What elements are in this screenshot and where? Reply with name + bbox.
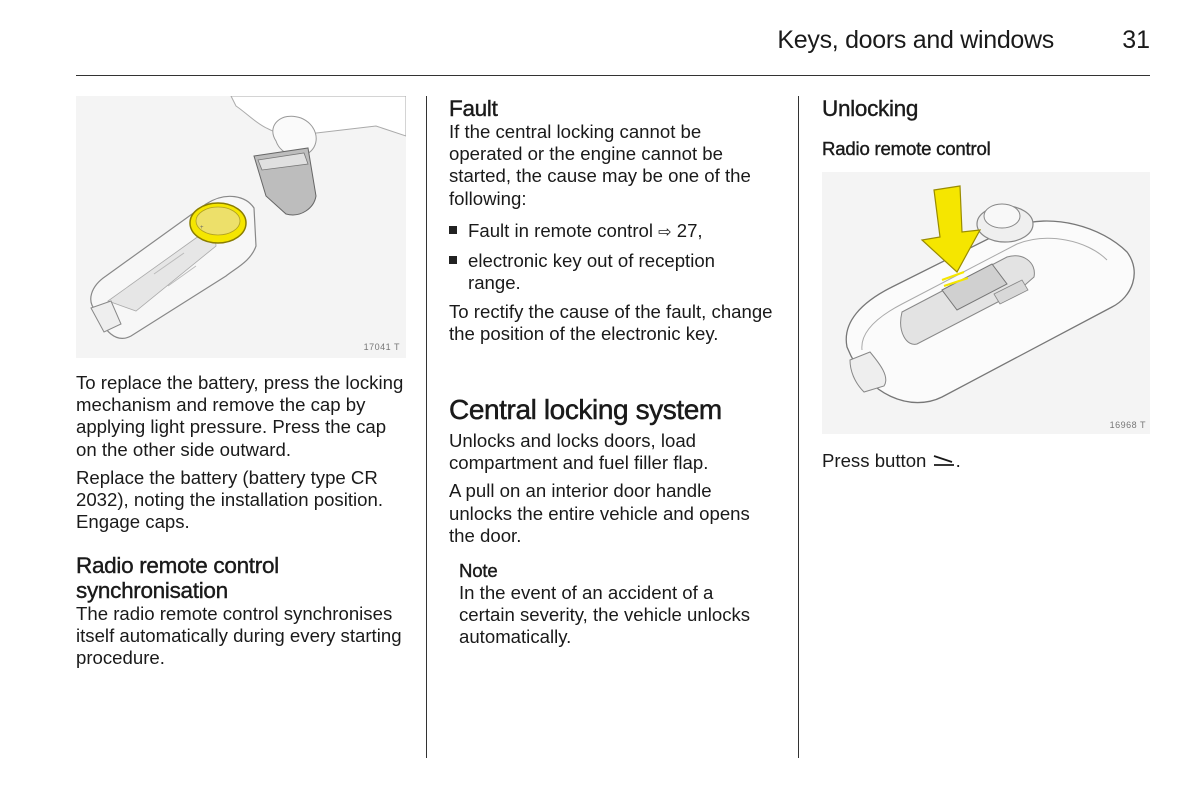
sync-section: Radio remote control synchronisation The… — [76, 553, 408, 670]
unlocking-heading: Unlocking — [822, 96, 919, 121]
sync-text: The radio remote control synchronises it… — [76, 603, 402, 669]
bullet-text: Fault in remote control — [468, 220, 653, 241]
rectify-section: To rectify the cause of the fault, chang… — [449, 301, 784, 345]
chapter-title: Keys, doors and windows — [777, 26, 1054, 54]
remote-key-unlock-icon — [845, 185, 1135, 404]
press-button-suffix: . — [955, 450, 961, 471]
page-reference-arrow-icon: ⇨ — [658, 224, 672, 241]
note-text: In the event of an accident of a certain… — [459, 582, 751, 648]
header-divider — [76, 75, 1150, 76]
sync-heading-line1: Radio remote control — [76, 553, 280, 578]
column-divider-1 — [426, 96, 427, 758]
fault-section: Fault If the central locking cannot be o… — [449, 96, 784, 210]
note-label: Note — [459, 560, 498, 581]
bullet-icon — [449, 226, 457, 234]
press-button-text: Press button — [822, 450, 927, 471]
central-locking-text: Unlocks and locks doors, load compartmen… — [449, 430, 709, 474]
unlocking-section: Unlocking Radio remote control — [822, 96, 1152, 160]
door-handle-text: A pull on an interior door handle unlock… — [449, 480, 750, 546]
sync-heading: Radio remote control synchronisation — [76, 553, 408, 603]
fault-heading: Fault — [449, 96, 498, 121]
battery-instructions: To replace the battery, press the lockin… — [76, 372, 404, 460]
svg-text:+: + — [200, 225, 204, 231]
sync-heading-line2: synchronisation — [76, 578, 229, 603]
bullet-text: electronic key out of reception — [468, 250, 716, 271]
radio-remote-control-heading: Radio remote control — [822, 138, 991, 159]
unlock-symbol-icon — [932, 451, 956, 473]
key-battery-icon: + — [90, 96, 406, 339]
note-box: Note In the event of an accident of a ce… — [459, 560, 759, 649]
unlock-button-illustration: 16968 T — [822, 172, 1150, 434]
bullet-icon — [449, 256, 457, 264]
battery-type-note: Replace the battery (battery type CR 203… — [76, 466, 384, 533]
press-button-instruction: Press button . — [822, 450, 1152, 473]
image-code: 16968 T — [1109, 420, 1146, 430]
page-number: 31 — [1122, 26, 1150, 54]
rectify-text: To rectify the cause of the fault, chang… — [449, 301, 773, 345]
central-locking-heading: Central locking system — [449, 394, 723, 426]
column-divider-2 — [798, 96, 799, 758]
bullet-text-cont: range. — [468, 272, 521, 294]
page-header: Keys, doors and windows 31 — [0, 0, 1200, 80]
fault-text: If the central locking cannot be operate… — [449, 121, 751, 209]
image-code: 17041 T — [363, 342, 400, 352]
central-locking-section: Central locking system Unlocks and locks… — [449, 394, 784, 547]
battery-replacement-illustration: + 17041 T — [76, 96, 406, 358]
battery-section: To replace the battery, press the lockin… — [76, 372, 408, 533]
page-reference: 27, — [676, 220, 703, 241]
